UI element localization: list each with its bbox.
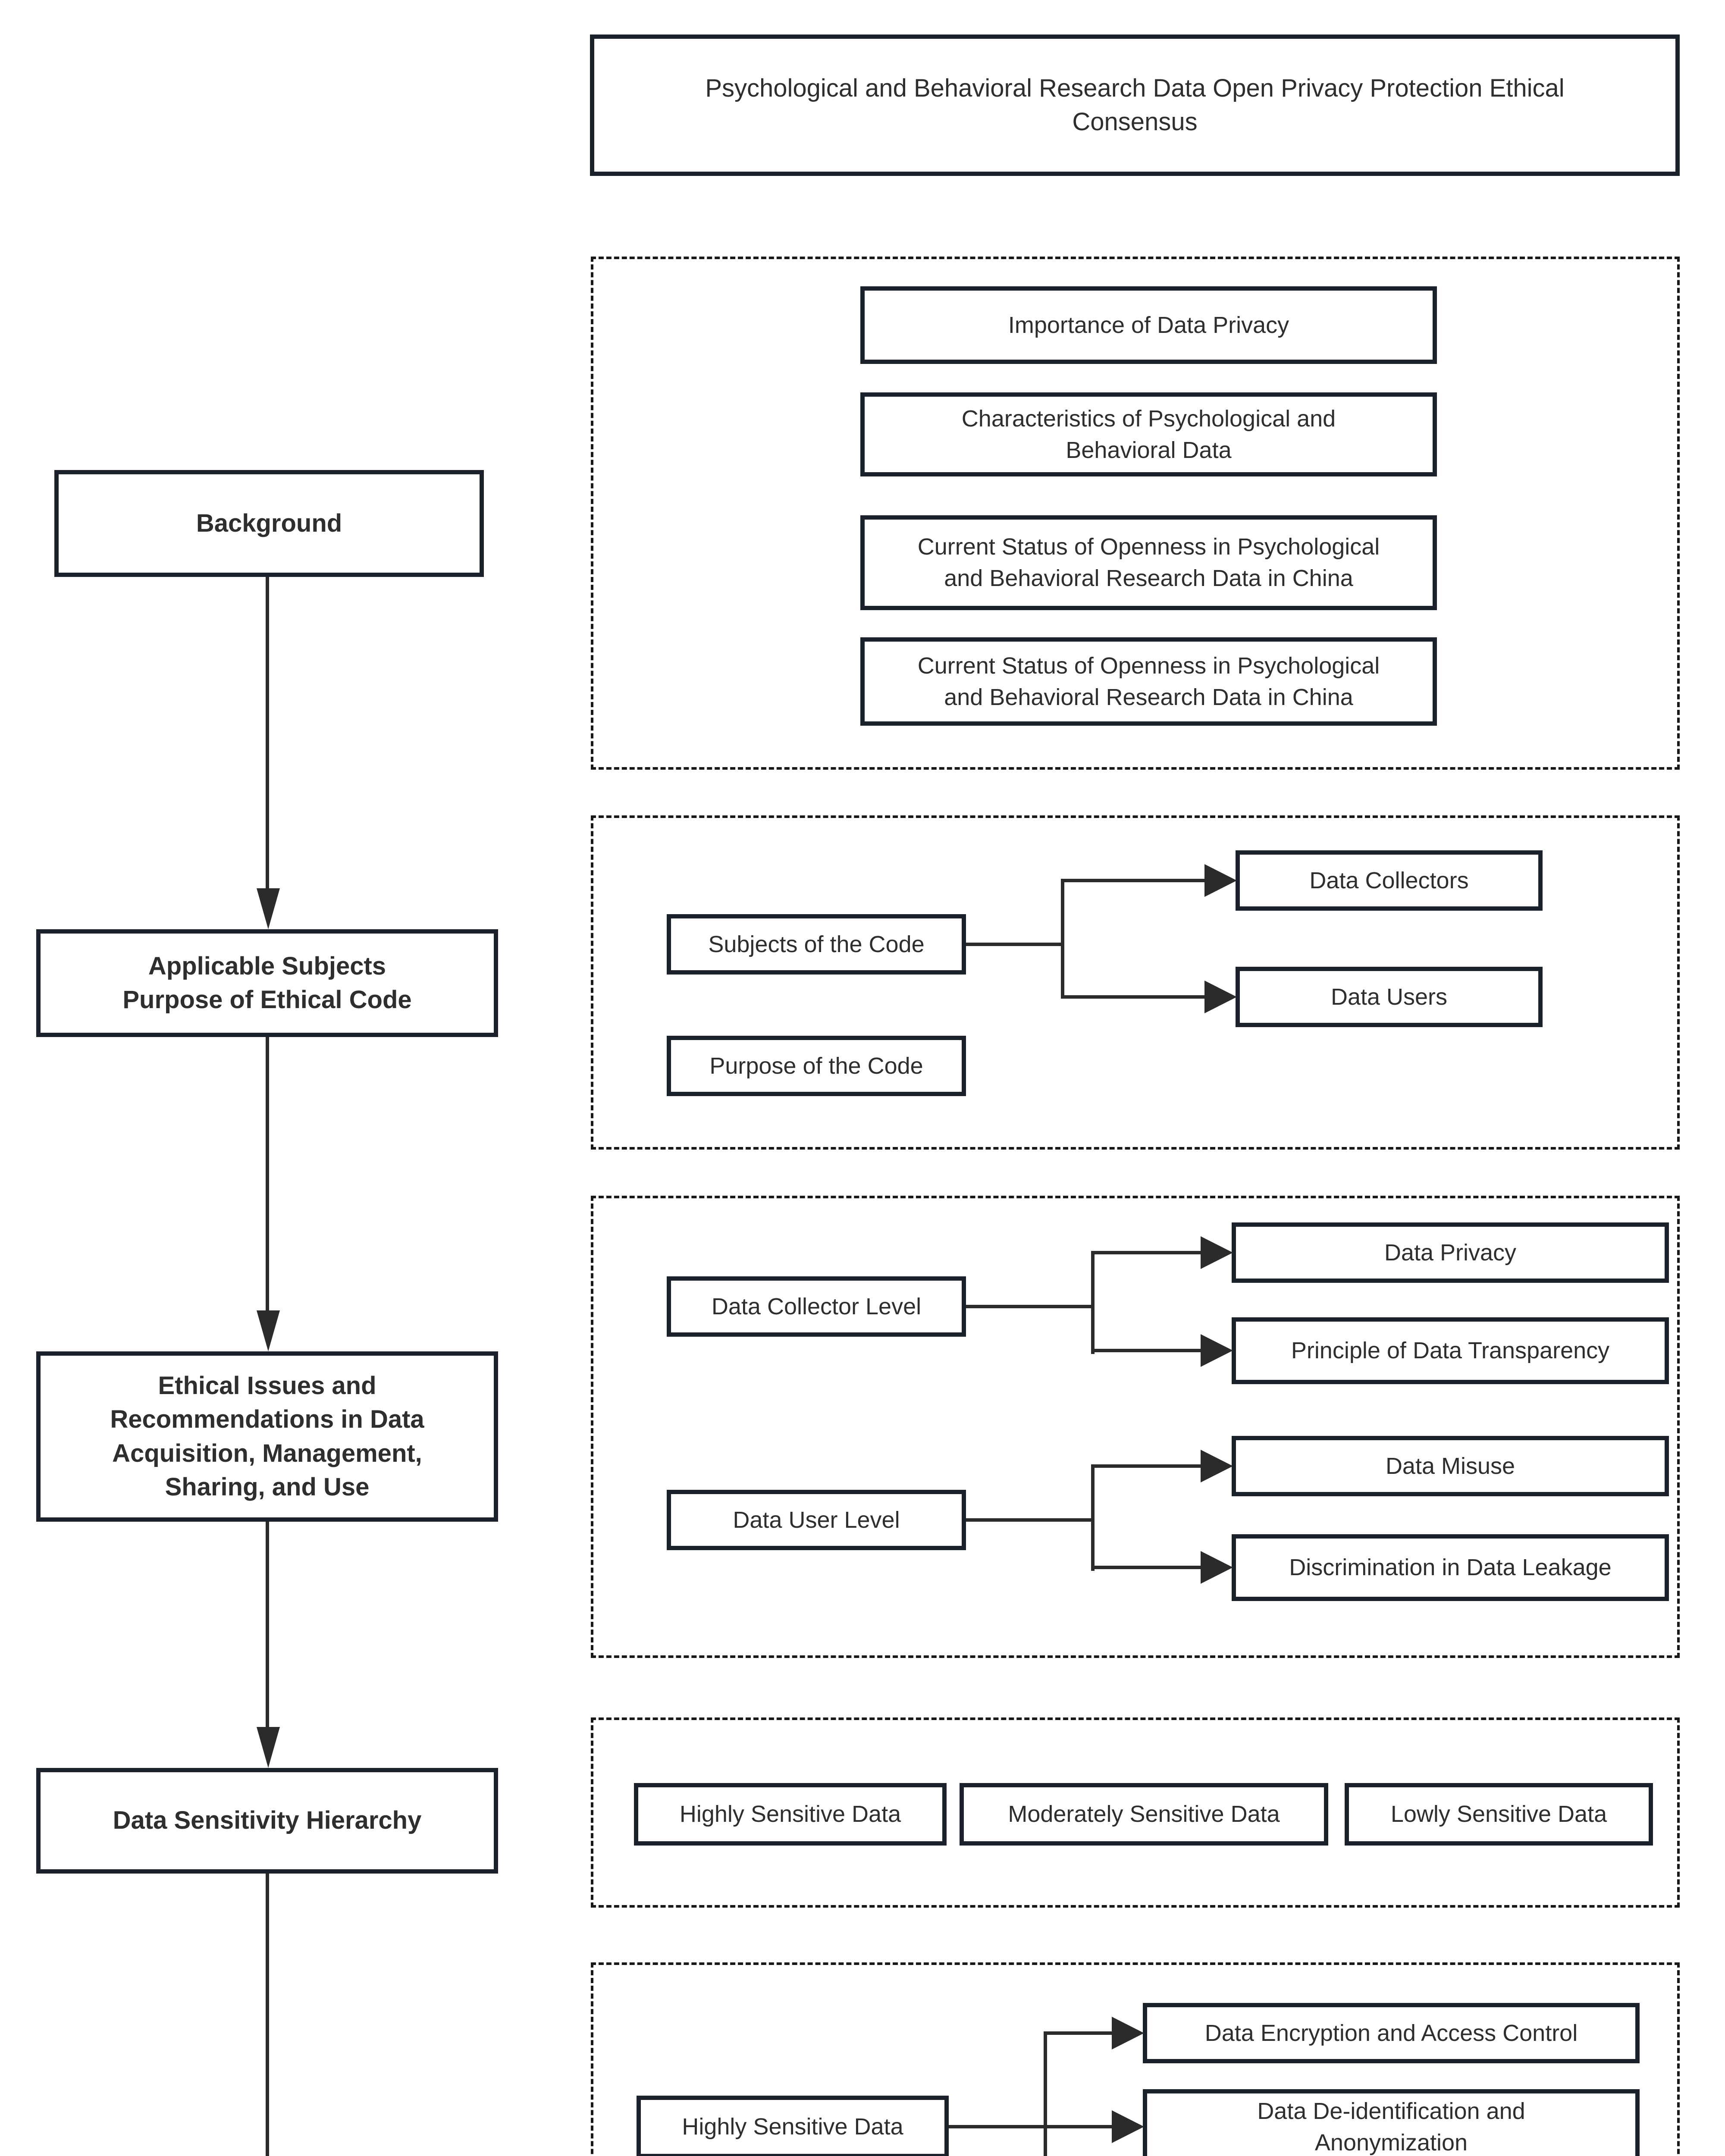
connector-line bbox=[1064, 995, 1204, 999]
node-highly-sensitive: Highly Sensitive Data bbox=[634, 1783, 947, 1846]
spine-line-1 bbox=[266, 577, 269, 888]
arrowhead-down-icon bbox=[257, 888, 280, 929]
spine-line-4 bbox=[266, 1874, 269, 2156]
connector-line bbox=[1095, 1566, 1201, 1569]
arrowhead-right-icon bbox=[1201, 1450, 1233, 1482]
node-data-privacy: Data Privacy bbox=[1232, 1222, 1669, 1283]
spine-line-3 bbox=[266, 1522, 269, 1727]
stage-background: Background bbox=[54, 470, 484, 577]
node-moderately-sensitive: Moderately Sensitive Data bbox=[960, 1783, 1328, 1846]
connector-line bbox=[1091, 1251, 1095, 1354]
connector-line bbox=[1047, 2031, 1112, 2035]
node-subjects-of-code: Subjects of the Code bbox=[667, 914, 966, 975]
node-importance-data-privacy: Importance of Data Privacy bbox=[860, 286, 1437, 364]
group-subjects-purpose bbox=[591, 815, 1680, 1150]
node-discrimination-leakage: Discrimination in Data Leakage bbox=[1232, 1534, 1669, 1601]
node-encryption-access-control: Data Encryption and Access Control bbox=[1143, 2003, 1640, 2063]
connector-line bbox=[949, 2125, 1047, 2128]
group-ethical-issues-levels bbox=[591, 1196, 1680, 1658]
arrowhead-down-icon bbox=[257, 1310, 280, 1351]
arrowhead-right-icon bbox=[1112, 2110, 1144, 2143]
stage-applicable-subjects: Applicable Subjects Purpose of Ethical C… bbox=[36, 929, 498, 1037]
stage-data-sensitivity: Data Sensitivity Hierarchy bbox=[36, 1768, 498, 1874]
connector-line bbox=[1064, 879, 1204, 882]
node-data-collector-level: Data Collector Level bbox=[667, 1276, 966, 1337]
stage-ethical-issues: Ethical Issues and Recommendations in Da… bbox=[36, 1351, 498, 1522]
node-data-user-level: Data User Level bbox=[667, 1490, 966, 1550]
node-norms-highly-sensitive: Highly Sensitive Data bbox=[637, 2096, 949, 2156]
connector-line bbox=[1095, 1349, 1201, 1352]
connector-line bbox=[966, 1518, 1095, 1522]
group-ethical-norms bbox=[591, 1962, 1680, 2156]
diagram-title-box: Psychological and Behavioral Research Da… bbox=[590, 34, 1680, 176]
node-data-collectors: Data Collectors bbox=[1236, 850, 1543, 911]
arrowhead-right-icon bbox=[1201, 1551, 1233, 1584]
node-lowly-sensitive: Lowly Sensitive Data bbox=[1345, 1783, 1653, 1846]
connector-line bbox=[966, 1305, 1095, 1308]
node-current-status-1: Current Status of Openness in Psychologi… bbox=[860, 515, 1437, 610]
arrowhead-right-icon bbox=[1204, 864, 1237, 897]
spine-line-2 bbox=[266, 1037, 269, 1310]
arrowhead-right-icon bbox=[1201, 1236, 1233, 1269]
arrowhead-down-icon bbox=[257, 1727, 280, 1768]
connector-line bbox=[1095, 1464, 1201, 1468]
connector-line bbox=[1091, 1464, 1095, 1571]
connector-line bbox=[1044, 2031, 1047, 2156]
node-data-users: Data Users bbox=[1236, 967, 1543, 1027]
node-deidentification-anonymization: Data De-identification and Anonymization bbox=[1143, 2089, 1640, 2156]
arrowhead-right-icon bbox=[1201, 1334, 1233, 1367]
connector-line bbox=[1095, 1251, 1201, 1254]
node-data-misuse: Data Misuse bbox=[1232, 1436, 1669, 1496]
connector-line bbox=[966, 943, 1064, 946]
connector-line bbox=[1047, 2125, 1112, 2128]
node-current-status-2: Current Status of Openness in Psychologi… bbox=[860, 637, 1437, 726]
group-background-topics bbox=[591, 257, 1680, 770]
node-purpose-of-code: Purpose of the Code bbox=[667, 1036, 966, 1096]
group-sensitivity-hierarchy bbox=[591, 1717, 1680, 1908]
node-data-transparency: Principle of Data Transparency bbox=[1232, 1317, 1669, 1384]
connector-line bbox=[1061, 879, 1064, 999]
node-characteristics-data: Characteristics of Psychological and Beh… bbox=[860, 392, 1437, 476]
arrowhead-right-icon bbox=[1204, 981, 1237, 1013]
arrowhead-right-icon bbox=[1112, 2017, 1144, 2049]
